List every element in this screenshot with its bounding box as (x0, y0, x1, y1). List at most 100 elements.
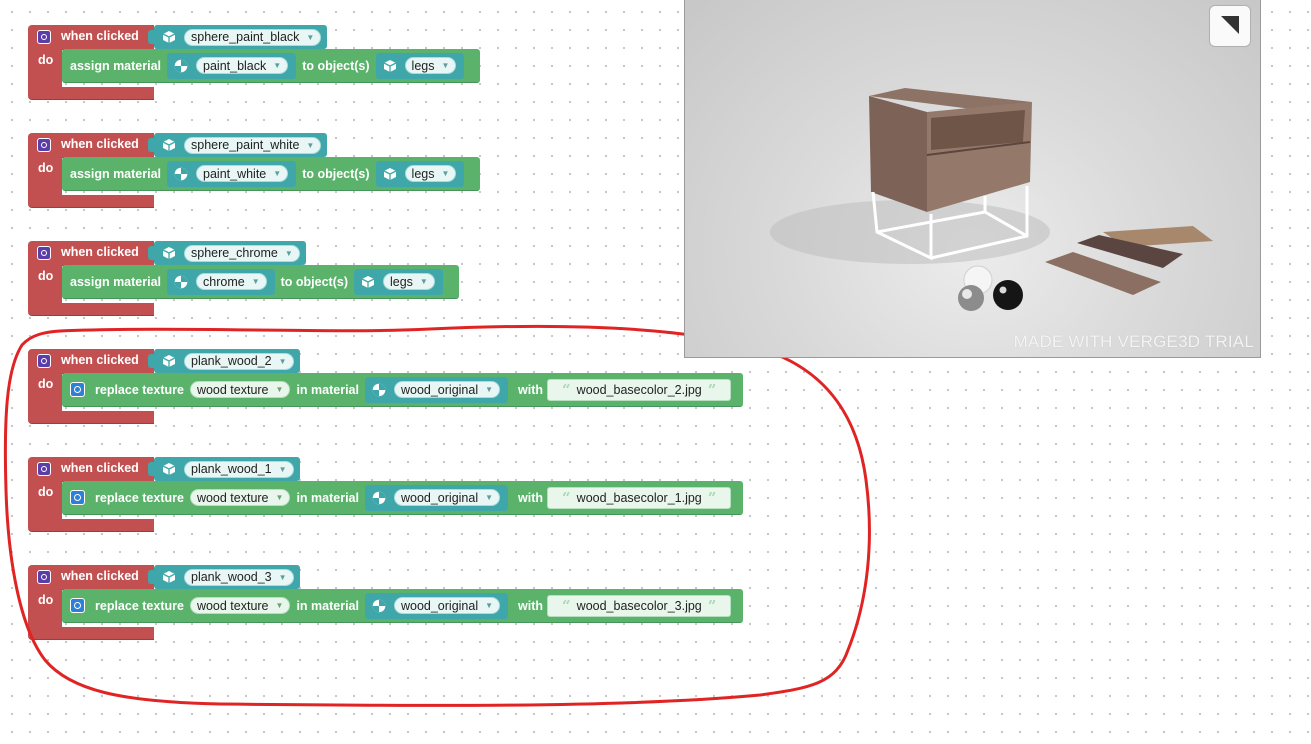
texture-dropdown[interactable]: wood texture▼ (189, 597, 291, 614)
string-block[interactable]: “wood_basecolor_3.jpg” (547, 592, 734, 619)
object-dropdown[interactable]: sphere_paint_white ▼ (184, 136, 322, 154)
chevron-down-icon: ▼ (419, 277, 428, 286)
scene-render[interactable] (685, 0, 1261, 358)
target-selector[interactable]: legs ▼ (353, 268, 443, 295)
target-dropdown[interactable]: legs▼ (404, 165, 457, 182)
texture-selector[interactable]: wood texture▼ (189, 592, 291, 619)
hat-foot (28, 303, 154, 316)
chevron-down-icon: ▼ (485, 385, 494, 394)
string-block[interactable]: “wood_basecolor_2.jpg” (547, 376, 734, 403)
material-selector[interactable]: wood_original▼ (364, 592, 509, 619)
material-dropdown[interactable]: chrome▼ (196, 273, 267, 290)
object-dropdown[interactable]: plank_wood_2 ▼ (184, 352, 294, 370)
in-material-label: in material (296, 382, 359, 397)
gear-icon[interactable] (37, 246, 51, 260)
material-dropdown[interactable]: wood_original▼ (393, 381, 501, 398)
sphere-paint-black[interactable] (993, 280, 1023, 310)
sphere-black-highlight (999, 286, 1007, 294)
target-selector[interactable]: legs▼ (375, 52, 465, 79)
open-quote-icon: “ (562, 596, 571, 615)
material-selector[interactable]: wood_original▼ (364, 376, 509, 403)
texture-selector[interactable]: wood texture▼ (189, 484, 291, 511)
cube-icon (162, 570, 176, 584)
when-clicked-label: when clicked (61, 461, 139, 475)
object-selector[interactable]: plank_wood_3▼ (148, 565, 300, 589)
object-name: plank_wood_2 (191, 354, 272, 368)
object-name: sphere_paint_white (191, 138, 300, 152)
gear-icon[interactable] (37, 462, 51, 476)
material-dropdown[interactable]: paint_black▼ (196, 57, 289, 74)
sphere-chrome[interactable] (958, 285, 984, 311)
do-label: do (38, 485, 54, 499)
chevron-down-icon: ▼ (306, 140, 315, 150)
gear-icon[interactable] (70, 490, 85, 505)
material-name: wood_original (400, 598, 479, 613)
hat-foot (28, 87, 154, 100)
object-dropdown[interactable]: sphere_chrome▼ (184, 244, 300, 262)
object-selector[interactable]: plank_wood_1▼ (148, 457, 300, 481)
string-input[interactable]: “wood_basecolor_1.jpg” (547, 486, 732, 509)
plank-wood-2[interactable] (1045, 252, 1161, 295)
object-selector[interactable]: sphere_paint_white ▼ (148, 133, 328, 157)
gear-icon[interactable] (37, 570, 51, 584)
texture-selector[interactable]: wood texture▼ (189, 376, 291, 403)
floor-shadow (770, 200, 1050, 264)
target-dropdown[interactable]: legs▼ (404, 57, 457, 74)
assign-material-block[interactable]: assign material paint_white▼ to object(s… (62, 157, 481, 191)
material-icon (174, 167, 188, 180)
chevron-down-icon: ▼ (284, 248, 293, 258)
texture-dropdown[interactable]: wood texture▼ (189, 489, 291, 506)
object-selector[interactable]: sphere_paint_black▼ (148, 25, 328, 49)
target-dropdown[interactable]: legs ▼ (382, 273, 435, 290)
target-selector[interactable]: legs▼ (375, 160, 465, 187)
material-selector[interactable]: chrome▼ (167, 268, 275, 295)
when-clicked-label: when clicked (61, 245, 139, 259)
material-dropdown[interactable]: wood_original▼ (393, 489, 501, 506)
event-block-sphere-chrome[interactable]: when clicked do sphere_chrome▼ assign ma… (28, 241, 468, 316)
string-input[interactable]: “wood_basecolor_2.jpg” (547, 378, 732, 401)
cabinet-shelf (931, 110, 1025, 150)
gear-icon[interactable] (37, 138, 51, 152)
do-connector (28, 265, 62, 307)
material-icon (174, 59, 188, 72)
do-label: do (38, 53, 54, 67)
object-dropdown[interactable]: sphere_paint_black▼ (184, 28, 322, 46)
target-name: legs (389, 274, 413, 289)
gear-icon[interactable] (37, 354, 51, 368)
gear-icon[interactable] (70, 382, 85, 397)
object-dropdown[interactable]: plank_wood_1▼ (184, 460, 294, 478)
string-input[interactable]: “wood_basecolor_3.jpg” (547, 594, 732, 617)
material-dropdown[interactable]: paint_white▼ (196, 165, 289, 182)
replace-texture-block[interactable]: replace texture wood texture▼ in materia… (62, 589, 744, 623)
plank-wood-3[interactable] (1103, 226, 1213, 247)
plank-wood-1[interactable] (1077, 235, 1183, 268)
replace-texture-block[interactable]: replace texture wood texture▼ in materia… (62, 481, 744, 515)
material-selector[interactable]: paint_white▼ (167, 160, 297, 187)
pill-notch (148, 138, 154, 152)
object-selector[interactable]: plank_wood_2 ▼ (148, 349, 300, 373)
assign-material-label: assign material (70, 58, 162, 73)
event-block-sphere-paint-white[interactable]: when clicked do sphere_paint_white▼ assi… (28, 133, 488, 208)
event-block-plank-wood-3[interactable]: when clicked do plank_wood_3▼ replace te… (28, 565, 758, 640)
gear-icon[interactable] (37, 30, 51, 44)
material-icon (372, 383, 386, 396)
replace-texture-block[interactable]: replace texture wood texture▼ in materia… (62, 373, 744, 407)
material-dropdown[interactable]: wood_original▼ (393, 597, 501, 614)
texture-dropdown[interactable]: wood texture▼ (189, 381, 291, 398)
when-clicked-label: when clicked (61, 353, 139, 367)
object-dropdown[interactable]: plank_wood_3▼ (184, 568, 294, 586)
gear-icon[interactable] (70, 598, 85, 613)
fullscreen-button[interactable] (1209, 5, 1251, 47)
chevron-down-icon: ▼ (278, 356, 287, 366)
when-clicked-label: when clicked (61, 137, 139, 151)
3d-preview-viewport[interactable]: MADE WITH VERGE3D TRIAL (684, 0, 1261, 358)
material-selector[interactable]: wood_original▼ (364, 484, 509, 511)
event-block-sphere-paint-black[interactable]: when clicked do sphere_paint_black▼ assi… (28, 25, 488, 100)
material-selector[interactable]: paint_black▼ (167, 52, 297, 79)
string-block[interactable]: “wood_basecolor_1.jpg” (547, 484, 734, 511)
event-block-plank-wood-2[interactable]: when clicked do plank_wood_2▼ replace te… (28, 349, 758, 424)
assign-material-block[interactable]: assign material chrome▼ to object(s) leg… (62, 265, 459, 299)
assign-material-block[interactable]: assign material paint_black▼ to object(s… (62, 49, 481, 83)
object-selector[interactable]: sphere_chrome▼ (148, 241, 306, 265)
event-block-plank-wood-1[interactable]: when clicked do plank_wood_1▼ replace te… (28, 457, 758, 532)
